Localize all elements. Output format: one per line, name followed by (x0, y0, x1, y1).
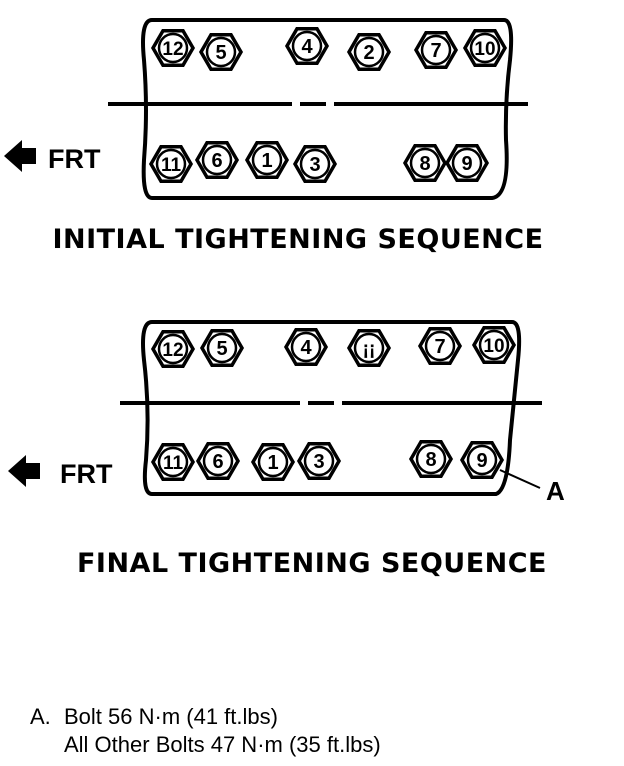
bolt-number: 4 (301, 36, 313, 58)
head-outline-initial (141, 18, 514, 200)
bolt-initial-top: 2 (346, 32, 392, 72)
bolt-washer (353, 332, 385, 364)
bolt-number: ¡¡ (363, 339, 376, 360)
bolt-final-top: 5 (199, 328, 245, 368)
panel-caption: INITIAL TIGHTENING SEQUENCE (52, 224, 544, 255)
bolt-number: 7 (434, 336, 445, 358)
bolt-washer (420, 34, 452, 66)
bolt-number: 5 (215, 42, 226, 64)
bolt-washer (257, 446, 289, 478)
note-tag: A. (30, 704, 51, 729)
bolt-washer (303, 445, 335, 477)
bolt-final-bottom: 6 (195, 441, 241, 481)
bolt-final-top: 7 (417, 326, 463, 366)
bolt-initial-top: 4 (284, 26, 330, 66)
note-line: A. Bolt 56 N·m (41 ft.lbs) (30, 704, 278, 730)
bolt-number: 11 (161, 155, 182, 176)
note-line: All Other Bolts 47 N·m (35 ft.lbs) (64, 732, 381, 757)
bolt-final-bottom: 1 (250, 442, 296, 482)
bolt-washer (201, 144, 233, 176)
bolt-initial-bottom: 3 (292, 144, 338, 184)
bolt-number: 3 (313, 451, 324, 473)
front-label: FRT (48, 144, 101, 174)
bolt-final-bottom: 8 (408, 439, 454, 479)
bolt-number: 8 (419, 153, 430, 175)
bolt-washer (478, 329, 510, 361)
bolt-final-bottom: 9 (459, 440, 505, 480)
bolt-number: 8 (425, 449, 436, 471)
bolt-washer (205, 36, 237, 68)
bolt-final-top: ¡¡ (346, 328, 392, 368)
bolt-initial-bottom: 11 (148, 144, 194, 184)
bolt-washer (409, 147, 441, 179)
front-arrow-icon (8, 455, 40, 487)
bolt-washer (424, 330, 456, 362)
bolt-number: 9 (476, 450, 487, 472)
bolt-initial-top: 10 (462, 28, 508, 68)
bolt-washer (157, 333, 189, 365)
bolt-washer (157, 32, 189, 64)
bolt-number: 3 (309, 154, 320, 176)
bolt-number: 1 (267, 452, 278, 474)
bolt-washer (451, 147, 483, 179)
bolt-number: 10 (483, 336, 504, 357)
bolt-final-top: 4 (283, 327, 329, 367)
callout-label: A (546, 476, 565, 506)
bolt-washer (415, 443, 447, 475)
bolt-layer: 12 5 4 2 7 10 11 6 1 3 8 9 12 5 4 ¡¡ 7 10 11 6 1 3 8 9 (148, 26, 517, 482)
bolt-initial-bottom: 6 (194, 140, 240, 180)
bolt-number: 1 (261, 150, 272, 172)
bolt-initial-bottom: 9 (444, 143, 490, 183)
front-label: FRT (60, 459, 113, 489)
head-outline-final (141, 320, 522, 496)
bolt-number: 11 (163, 453, 184, 474)
bolt-washer (291, 30, 323, 62)
bolt-number: 4 (300, 337, 312, 359)
bolt-number: 2 (363, 42, 374, 64)
bolt-number: 7 (430, 40, 441, 62)
bolt-number: 6 (211, 150, 222, 172)
bolt-number: 9 (461, 153, 472, 175)
bolt-initial-top: 7 (413, 30, 459, 70)
bolt-washer (202, 445, 234, 477)
bolt-washer (299, 148, 331, 180)
bolt-final-top: 10 (471, 325, 517, 365)
front-arrow-icon (4, 140, 36, 172)
bolt-final-bottom: 11 (150, 442, 196, 482)
bolt-number: 12 (162, 39, 183, 60)
bolt-initial-bottom: 1 (244, 140, 290, 180)
bolt-washer (251, 144, 283, 176)
bolt-number: 12 (162, 340, 183, 361)
bolt-washer (353, 36, 385, 68)
callout-leader (499, 469, 541, 489)
bolt-washer (466, 444, 498, 476)
bolt-initial-top: 5 (198, 32, 244, 72)
bolt-initial-bottom: 8 (402, 143, 448, 183)
bolt-washer (290, 331, 322, 363)
panel-caption: FINAL TIGHTENING SEQUENCE (76, 548, 548, 579)
bolt-initial-top: 12 (150, 28, 196, 68)
bolt-washer (155, 148, 187, 180)
bolt-number: 5 (216, 338, 227, 360)
note-text: Bolt 56 N·m (41 ft.lbs) (64, 704, 278, 729)
bolt-washer (469, 32, 501, 64)
bolt-washer (157, 446, 189, 478)
bolt-final-bottom: 3 (296, 441, 342, 481)
bolt-number: 10 (474, 39, 495, 60)
bolt-number: 6 (212, 451, 223, 473)
bolt-washer (206, 332, 238, 364)
bolt-final-top: 12 (150, 329, 196, 369)
